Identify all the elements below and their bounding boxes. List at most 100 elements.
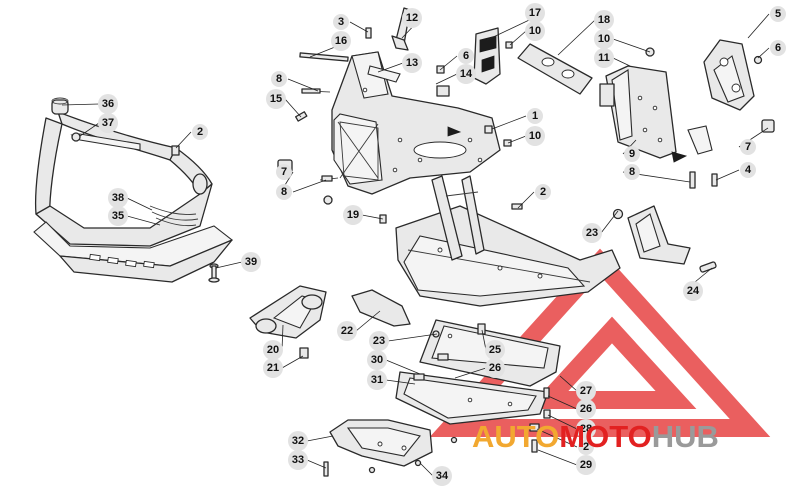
callout-24: 24 [683, 281, 703, 301]
callout-number: 38 [112, 192, 124, 204]
callout-25: 25 [485, 340, 505, 360]
leader-line [306, 459, 327, 469]
a-arm-bracket-20 [249, 285, 411, 359]
bolt-2-frame [511, 203, 523, 210]
callout-number: 11 [598, 52, 610, 64]
callout-bubble [331, 31, 351, 51]
leader-line [292, 179, 327, 193]
callout-number: 36 [102, 98, 114, 110]
bracket-22 [351, 289, 411, 327]
callout-27: 27 [576, 381, 596, 401]
front-bumper-assembly [33, 97, 234, 283]
pin-8-upper [301, 88, 321, 94]
frame-bracket-right [612, 205, 717, 273]
callout-number: 25 [489, 344, 501, 356]
leader-line [517, 191, 535, 209]
callout-bubble [108, 188, 128, 208]
leader-line [349, 21, 369, 33]
callout-bubble [535, 184, 551, 200]
callout-bubble [594, 29, 614, 49]
watermark-brand: AUTOMOTOHUB [472, 419, 719, 454]
callout-32: 32 [288, 431, 308, 451]
callout-21: 21 [263, 358, 283, 378]
rivet-34-right [414, 459, 422, 467]
nut-23-right [612, 208, 624, 220]
callout-7: 7 [740, 139, 756, 155]
callout-6: 6 [458, 48, 474, 64]
callout-8: 8 [271, 71, 287, 87]
callout-bubble [369, 331, 389, 351]
callout-2: 2 [535, 184, 551, 200]
callout-6: 6 [770, 40, 786, 56]
leader-line [481, 329, 487, 351]
leader-line [126, 197, 153, 211]
callout-bubble [263, 340, 283, 360]
callout-bubble [527, 108, 543, 124]
watermark-text-moto: MOTO [559, 419, 651, 454]
callout-7: 7 [276, 164, 292, 180]
watermark-text-auto: AUTO [472, 419, 559, 454]
callout-bubble [576, 455, 596, 475]
clip-26 [437, 353, 449, 361]
bracket-14 [436, 85, 450, 97]
leader-line [281, 324, 284, 351]
bolt-29 [531, 439, 538, 453]
callout-bubble [683, 281, 703, 301]
callout-bubble [456, 64, 476, 84]
rivet-34-far [450, 436, 458, 444]
leader-line [536, 428, 578, 448]
callout-2: 2 [192, 124, 208, 140]
callout-39: 39 [241, 252, 261, 272]
callout-5: 5 [770, 6, 786, 22]
callout-bubble [525, 3, 545, 23]
callout-bubble [98, 94, 118, 114]
callout-28: 28 [576, 419, 596, 439]
mounting-plate-18 [517, 43, 593, 95]
main-frame [395, 175, 621, 307]
callout-number: 10 [598, 33, 610, 45]
callout-number: 26 [580, 403, 592, 415]
callout-number: 13 [406, 57, 418, 69]
bumper-pad-7-right [761, 119, 775, 133]
callout-bubble [770, 6, 786, 22]
callout-number: 23 [586, 227, 598, 239]
callout-number: 24 [687, 285, 700, 297]
bolt-33 [323, 461, 329, 477]
leader-line [306, 435, 334, 442]
callout-10: 10 [525, 126, 545, 146]
callout-number: 2 [540, 186, 546, 198]
callout-number: 7 [281, 166, 287, 178]
leader-line [509, 30, 527, 46]
leader-line [537, 449, 578, 466]
callout-number: 10 [529, 130, 541, 142]
callout-3: 3 [333, 14, 349, 30]
pin-16 [299, 52, 349, 62]
leader-line [559, 375, 578, 392]
callout-number: 4 [745, 164, 752, 176]
callout-11: 11 [594, 48, 614, 68]
callout-19: 19 [343, 205, 363, 225]
bumper-end-cap [51, 99, 69, 115]
leader-line [600, 210, 619, 234]
callout-number: 9 [629, 148, 635, 160]
screw-3 [365, 27, 372, 39]
callout-bubble [276, 184, 292, 200]
leader-line [284, 98, 302, 118]
callout-16: 16 [331, 31, 351, 51]
callout-bubble [263, 358, 283, 378]
nut-10-mid [503, 139, 512, 147]
callout-number: 19 [347, 209, 359, 221]
clip-1 [484, 125, 493, 134]
callout-bubble [192, 124, 208, 140]
callout-33: 33 [288, 450, 308, 470]
leader-line [281, 355, 304, 369]
callout-bubble [624, 164, 640, 180]
callout-number: 15 [270, 93, 282, 105]
callout-22: 22 [337, 321, 357, 341]
leader-line [507, 135, 527, 144]
callout-number: 34 [436, 470, 449, 482]
callout-31: 31 [367, 370, 387, 390]
bolt-15 [295, 111, 308, 122]
nut-2-left [171, 145, 180, 156]
leader-lines [61, 12, 770, 477]
